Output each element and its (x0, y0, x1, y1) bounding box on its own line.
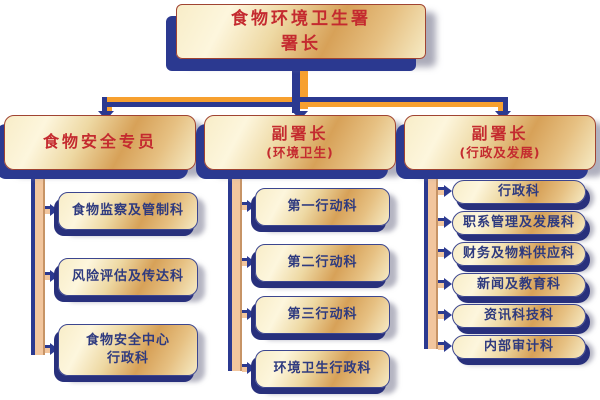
node-label: 第二行动科 (287, 254, 358, 270)
node-label: 食物监察及管制科 (71, 202, 184, 218)
node-label: 环境卫生行政科 (273, 360, 372, 376)
node-label: 食物安全中心 行政科 (85, 332, 170, 366)
org-node-operations-2: 第二行动科 (255, 244, 390, 282)
node-label: 资讯科技科 (483, 307, 554, 323)
org-node-information-technology: 资讯科技科 (452, 304, 586, 328)
org-node-food-surveillance-control: 食物监察及管制科 (58, 192, 198, 230)
node-label: 风险评估及传达科 (71, 268, 184, 284)
org-node-deputy-director-env-hygiene: 副署长 (环境卫生) (204, 115, 396, 170)
director-title: 食物环境卫生署 (231, 8, 371, 29)
org-node-internal-audit: 内部审计科 (452, 335, 586, 359)
org-node-finance-supplies: 财务及物料供应科 (452, 242, 586, 266)
branch-title: 副署长 (471, 123, 529, 143)
branch-subtitle: (行政及发展) (459, 144, 541, 160)
node-label: 内部审计科 (483, 338, 554, 354)
org-node-deputy-director-admin-dev: 副署长 (行政及发展) (404, 115, 596, 170)
node-label: 第一行动科 (287, 198, 358, 214)
org-node-cfs-administration: 食物安全中心 行政科 (58, 324, 198, 376)
node-label: 新闻及教育科 (476, 276, 561, 292)
org-node-food-safety-commissioner: 食物安全专员 (4, 115, 196, 170)
trunk-left (31, 165, 58, 355)
trunk-middle (228, 165, 255, 374)
node-label: 职系管理及发展科 (462, 214, 575, 230)
node-label: 财务及物料供应科 (462, 245, 575, 261)
org-node-risk-assessment-communication: 风险评估及传达科 (58, 258, 198, 296)
org-node-administration: 行政科 (452, 180, 586, 204)
node-label: 行政科 (497, 183, 540, 199)
director-subtitle: 署长 (281, 33, 321, 54)
org-node-grade-management-development: 职系管理及发展科 (452, 211, 586, 235)
branch-subtitle: (环境卫生) (266, 144, 334, 160)
org-node-information-education: 新闻及教育科 (452, 273, 586, 297)
branch-title: 食物安全专员 (42, 132, 157, 152)
node-label: 第三行动科 (287, 306, 358, 322)
org-node-director: 食物环境卫生署 署长 (176, 4, 426, 59)
org-node-operations-3: 第三行动科 (255, 296, 390, 334)
org-node-operations-1: 第一行动科 (255, 188, 390, 226)
org-node-env-hygiene-admin: 环境卫生行政科 (255, 350, 390, 388)
branch-title: 副署长 (271, 123, 329, 143)
trunk-right (424, 168, 452, 352)
